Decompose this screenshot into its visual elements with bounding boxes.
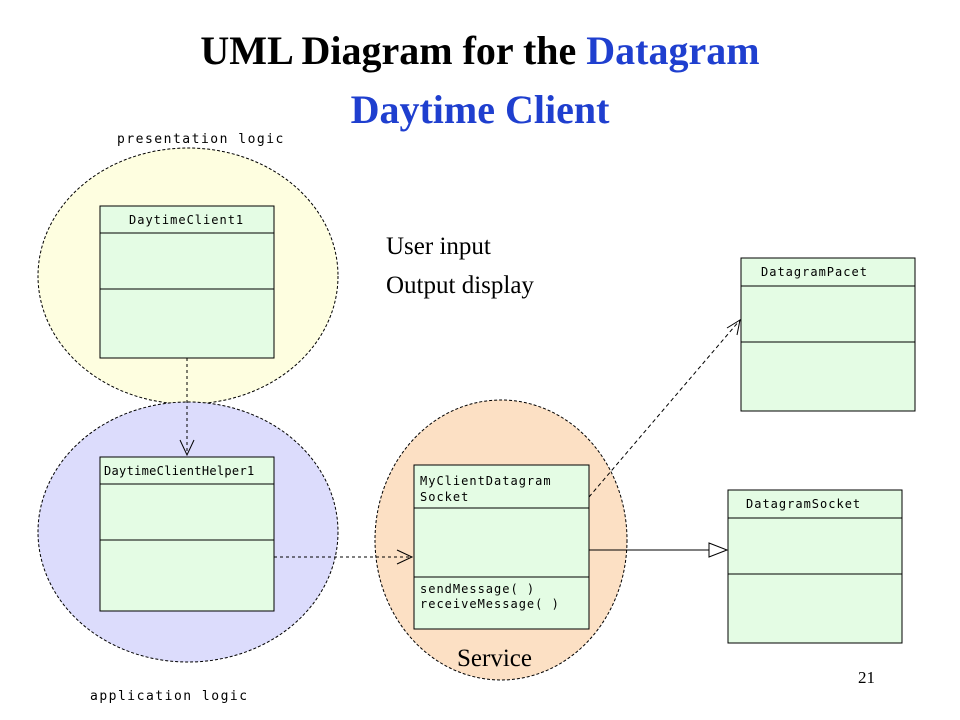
class-name-my-client-datagram-line2: Socket (420, 490, 470, 504)
dependency-arrow-client-to-helper (179, 358, 195, 457)
dependency-arrow-helper-to-socket (274, 549, 414, 565)
presentation-logic-label: presentation logic (117, 132, 285, 147)
note-user-input: User input (386, 233, 491, 260)
service-label: Service (457, 645, 532, 672)
method-send-message: sendMessage( ) (420, 582, 536, 596)
method-receive-message: receiveMessage( ) (420, 597, 560, 611)
class-box-datagram-packet (740, 257, 916, 412)
application-logic-label: application logic (90, 689, 249, 704)
class-name-datagram-socket: DatagramSocket (746, 497, 862, 511)
class-box-daytime-client-helper (99, 456, 275, 612)
class-name-my-client-datagram-line1: MyClientDatagram (420, 474, 552, 488)
page-title-line-2: Daytime Client (350, 87, 610, 132)
dependency-arrow-socket-to-packet (588, 318, 741, 498)
page-number: 21 (858, 668, 875, 687)
title-text-blue: Datagram (586, 28, 760, 73)
generalization-arrow-socket-to-datagram-socket (589, 542, 729, 558)
title-text-black: UML Diagram for the (200, 28, 587, 73)
page-title-line-1: UML Diagram for the Datagram (0, 27, 960, 75)
class-box-my-client-datagram-socket (413, 464, 590, 630)
class-name-daytime-client-helper: DaytimeClientHelper1 (104, 464, 255, 478)
class-name-daytime-client: DaytimeClient1 (129, 213, 245, 227)
class-box-daytime-client (99, 205, 275, 359)
class-name-datagram-packet: DatagramPacet (761, 265, 868, 279)
class-box-datagram-socket (727, 489, 903, 644)
note-output-display: Output display (386, 272, 534, 299)
